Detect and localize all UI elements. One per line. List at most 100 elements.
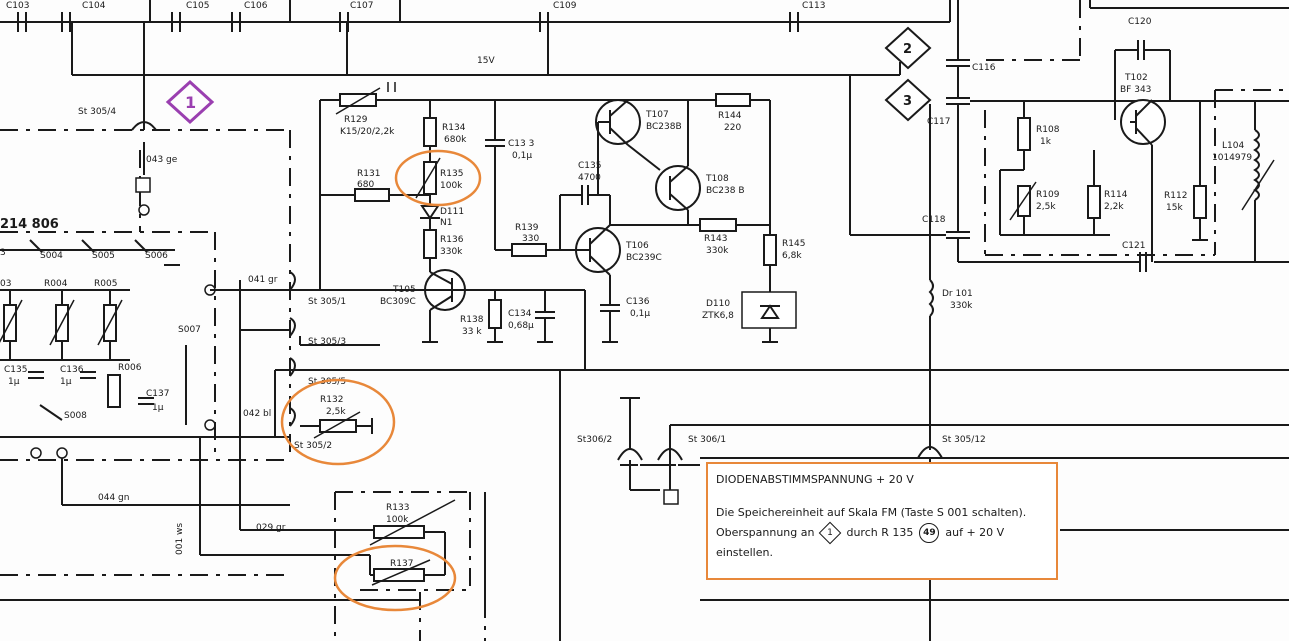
s005-label: S005 bbox=[92, 251, 115, 261]
marker-2-label: 2 bbox=[903, 42, 912, 57]
r139-value: 330 bbox=[522, 234, 539, 244]
top-capacitor-bus bbox=[0, 0, 951, 120]
r134-label: R134 bbox=[442, 123, 466, 133]
st306-1-label: St 306/1 bbox=[688, 435, 726, 445]
c134-value: 0,68µ bbox=[508, 321, 534, 331]
t107-value: BC238B bbox=[646, 122, 682, 132]
r144-value: 220 bbox=[724, 123, 741, 133]
c133-value: 0,1µ bbox=[512, 151, 532, 161]
r145-label: R145 bbox=[782, 239, 805, 249]
marker-3-diamond bbox=[884, 78, 932, 122]
c116-label: C116 bbox=[972, 63, 996, 73]
r132-highlight bbox=[280, 378, 396, 466]
t106-transistor bbox=[575, 195, 700, 343]
r006-label: R006 bbox=[118, 363, 142, 373]
t107-transistor bbox=[595, 99, 661, 195]
t107-label: T107 bbox=[645, 110, 669, 120]
st306-2-label: St306/2 bbox=[577, 435, 612, 445]
c135-capacitor bbox=[559, 185, 610, 250]
d111-value: N1 bbox=[440, 218, 452, 228]
c120-label: C120 bbox=[1128, 17, 1152, 27]
note-line-1: Die Speichereinheit auf Skala FM (Taste … bbox=[716, 506, 1027, 520]
r139-resistor bbox=[495, 243, 575, 257]
note-diamond-label: 1 bbox=[827, 527, 834, 538]
t102-label: T102 bbox=[1124, 73, 1148, 83]
l104-label: L104 bbox=[1222, 141, 1244, 151]
r135-value: 100k bbox=[440, 181, 463, 191]
d110-zener bbox=[741, 291, 797, 343]
c133-capacitor bbox=[485, 139, 505, 250]
marker-1-diamond bbox=[165, 79, 215, 125]
s006-label: S006 bbox=[145, 251, 168, 261]
note-line-2-post: auf + 20 V bbox=[945, 525, 1005, 539]
marker-3-label: 3 bbox=[903, 94, 912, 109]
d111-diode bbox=[420, 205, 440, 230]
dr101-label: Dr 101 bbox=[942, 289, 973, 299]
r109-value: 2,5k bbox=[1036, 202, 1056, 212]
st305-3-label: St 305/3 bbox=[308, 337, 346, 347]
c137-value: 1µ bbox=[152, 403, 164, 413]
connector-st305 bbox=[240, 271, 1289, 439]
c121-label: C121 bbox=[1122, 241, 1145, 251]
st305-4-label: St 305/4 bbox=[78, 107, 116, 117]
chip-label: 214 806 bbox=[0, 217, 59, 232]
c107-label: C107 bbox=[350, 1, 373, 11]
s007-label: S007 bbox=[178, 325, 201, 335]
r133-label: R133 bbox=[386, 503, 409, 513]
r112-label: R112 bbox=[1164, 191, 1187, 201]
r132-value: 2,5k bbox=[326, 407, 346, 417]
t105-transistor bbox=[422, 269, 585, 343]
connector-st306 bbox=[559, 370, 1289, 641]
st305-1-label: St 305/1 bbox=[308, 297, 346, 307]
c136-left-value: 1µ bbox=[60, 377, 72, 387]
wire-043-label: 043 ge bbox=[146, 155, 178, 165]
c133-label: C13 3 bbox=[508, 139, 534, 149]
r004-label: R004 bbox=[44, 279, 68, 289]
st305-2-label: St 305/2 bbox=[294, 441, 332, 451]
l104-value: 1014979 bbox=[1212, 153, 1252, 163]
r135-potentiometer bbox=[415, 157, 441, 205]
r133-value: 100k bbox=[386, 515, 409, 525]
c113-label: C113 bbox=[802, 1, 825, 11]
marker-1-label: 1 bbox=[185, 93, 196, 112]
r136-label: R136 bbox=[440, 235, 464, 245]
t102-value: BF 343 bbox=[1120, 85, 1151, 95]
note-line-2-pre: Oberspannung an bbox=[716, 525, 815, 539]
c103-label: C103 bbox=[6, 1, 29, 11]
r144-resistor bbox=[715, 93, 751, 107]
r137-label: R137 bbox=[390, 559, 413, 569]
c136-value: 0,1µ bbox=[630, 309, 650, 319]
r131-resistor bbox=[320, 188, 430, 202]
c105-label: C105 bbox=[186, 1, 209, 11]
c135-left-label: C135 bbox=[4, 365, 27, 375]
ref-3-label: 3 bbox=[0, 248, 6, 258]
r139-label: R139 bbox=[515, 223, 539, 233]
r136-resistor bbox=[423, 229, 437, 272]
t108-label: T108 bbox=[705, 174, 729, 184]
c117-label: C117 bbox=[927, 117, 950, 127]
s008-label: S008 bbox=[64, 411, 87, 421]
s004-label: S004 bbox=[40, 251, 63, 261]
c136-left-label: C136 bbox=[60, 365, 84, 375]
circle-marker-icon: 49 bbox=[919, 522, 940, 543]
d110-label: D110 bbox=[706, 299, 730, 309]
ref-03-label: 03 bbox=[0, 279, 11, 289]
note-line-3: einstellen. bbox=[716, 545, 773, 559]
r145-value: 6,8k bbox=[782, 251, 802, 261]
t105-value: BC309C bbox=[380, 297, 416, 307]
r135-label: R135 bbox=[440, 169, 463, 179]
r133-r137-block bbox=[369, 492, 486, 600]
d110-value: ZTK6,8 bbox=[702, 311, 734, 321]
dashed-shield-right bbox=[978, 0, 1289, 256]
marker-2-diamond bbox=[884, 26, 932, 70]
r112-value: 15k bbox=[1166, 203, 1183, 213]
r134-resistor bbox=[423, 117, 437, 162]
c135-value: 4700 bbox=[578, 173, 601, 183]
r145-resistor bbox=[763, 225, 777, 292]
r114-label: R114 bbox=[1104, 190, 1128, 200]
r143-label: R143 bbox=[704, 234, 727, 244]
instruction-note: DIODENABSTIMMSPANNUNG + 20 V Die Speiche… bbox=[706, 462, 1058, 580]
dr101-value: 330k bbox=[950, 301, 973, 311]
